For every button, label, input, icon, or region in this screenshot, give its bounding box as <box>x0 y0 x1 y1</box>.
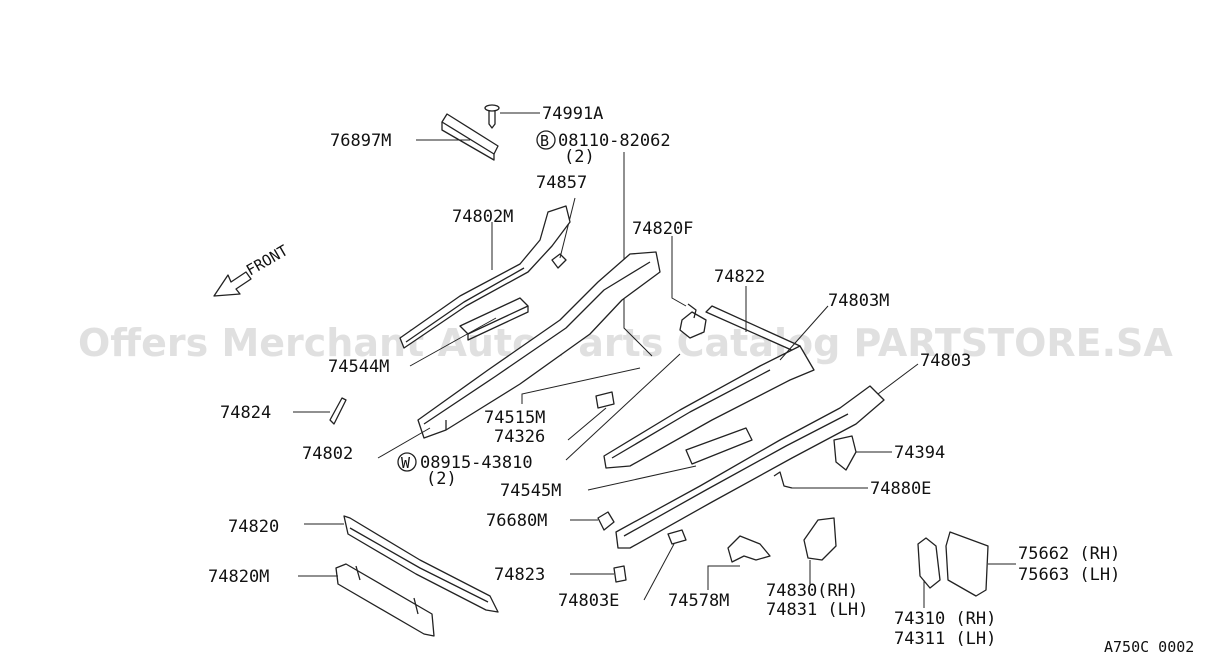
callout-74823: 74823 <box>494 565 545 585</box>
bracket-74880E-part <box>773 471 793 489</box>
callout-74822: 74822 <box>714 267 765 287</box>
panel-74310-part <box>917 537 941 589</box>
bracket-74857-part <box>551 253 567 269</box>
front-label: FRONT <box>243 241 291 279</box>
callout-08110-prefix: B <box>540 132 549 150</box>
panel-75662-part <box>945 531 989 597</box>
bolt-symbol-icon <box>536 130 556 150</box>
callout-76680M: 76680M <box>486 511 547 531</box>
washer-symbol-icon <box>397 452 417 472</box>
leader-74803 <box>877 363 919 395</box>
screw-74991A-part <box>484 104 500 129</box>
callout-74311: 74311 (LH) <box>894 629 996 649</box>
plate-74326-part <box>595 391 615 409</box>
callout-74802M: 74802M <box>452 207 513 227</box>
callout-75662: 75662 (RH) <box>1018 544 1120 564</box>
plate-74803E-part <box>667 529 687 545</box>
leader-08110 <box>623 152 653 357</box>
callout-74831: 74831 (LH) <box>766 600 868 620</box>
bracket-74394-part <box>833 435 857 471</box>
leader-74578M <box>707 565 740 590</box>
clip-76680M-part <box>597 511 615 531</box>
callout-08915-43810: 08915-43810 <box>420 453 533 473</box>
rail-74803M-part <box>603 345 815 469</box>
callout-74803M: 74803M <box>828 291 889 311</box>
callout-08915-qty: (2) <box>426 469 457 489</box>
leader-74515M <box>521 367 641 404</box>
diagram-code: A750C 0002 <box>1104 638 1194 656</box>
leader-74326 <box>567 407 607 441</box>
bracket-74578M-part <box>727 535 771 563</box>
leader-74803E <box>643 543 675 601</box>
callout-76897M: 76897M <box>330 131 391 151</box>
leader-74820F <box>671 236 687 307</box>
leader-08915 <box>565 353 681 461</box>
callout-74545M: 74545M <box>500 481 561 501</box>
clip-74824-part <box>329 397 347 425</box>
front-arrow-icon <box>213 271 252 297</box>
leader-74857 <box>559 197 576 259</box>
rail-74802-part <box>417 251 661 439</box>
watermark: Offers Merchant Auto Parts Catalog PARTS… <box>78 321 1173 365</box>
bracket-74820F-part <box>679 303 707 339</box>
callout-74394: 74394 <box>894 443 945 463</box>
rail-74544M-part <box>459 297 529 341</box>
callout-74820: 74820 <box>228 517 279 537</box>
callout-08110-qty: (2) <box>564 147 595 167</box>
clip-74823-part <box>613 565 627 583</box>
bracket-74545M-part <box>685 427 753 465</box>
callout-74803: 74803 <box>920 351 971 371</box>
callout-75663: 75663 (LH) <box>1018 565 1120 585</box>
callout-74857: 74857 <box>536 173 587 193</box>
leader-74802 <box>377 427 431 459</box>
callout-74578M: 74578M <box>668 591 729 611</box>
callout-74820M: 74820M <box>208 567 269 587</box>
leader-74545M <box>587 465 697 491</box>
callout-08110-82062: 08110-82062 <box>558 131 671 151</box>
rail-74803-part <box>615 385 885 549</box>
callout-74803E: 74803E <box>558 591 619 611</box>
callout-74326: 74326 <box>494 427 545 447</box>
rail-74802M-part <box>399 205 571 349</box>
bracket-74830-part <box>803 517 837 561</box>
callout-74830: 74830(RH) <box>766 581 858 601</box>
callout-74310: 74310 (RH) <box>894 609 996 629</box>
leader-74544M <box>409 317 497 367</box>
bracket-76897M-part <box>441 113 499 161</box>
callout-74991A: 74991A <box>542 104 603 124</box>
callout-74880E: 74880E <box>870 479 931 499</box>
callout-74802: 74802 <box>302 444 353 464</box>
callout-74824: 74824 <box>220 403 271 423</box>
crossmember-74820-part <box>343 515 499 613</box>
callout-74820F: 74820F <box>632 219 693 239</box>
member-74820M-part <box>335 563 435 637</box>
leader-74803M <box>779 305 829 361</box>
callout-74515M: 74515M <box>484 408 545 428</box>
callout-08915-prefix: W <box>401 454 411 472</box>
callout-74544M: 74544M <box>328 357 389 377</box>
